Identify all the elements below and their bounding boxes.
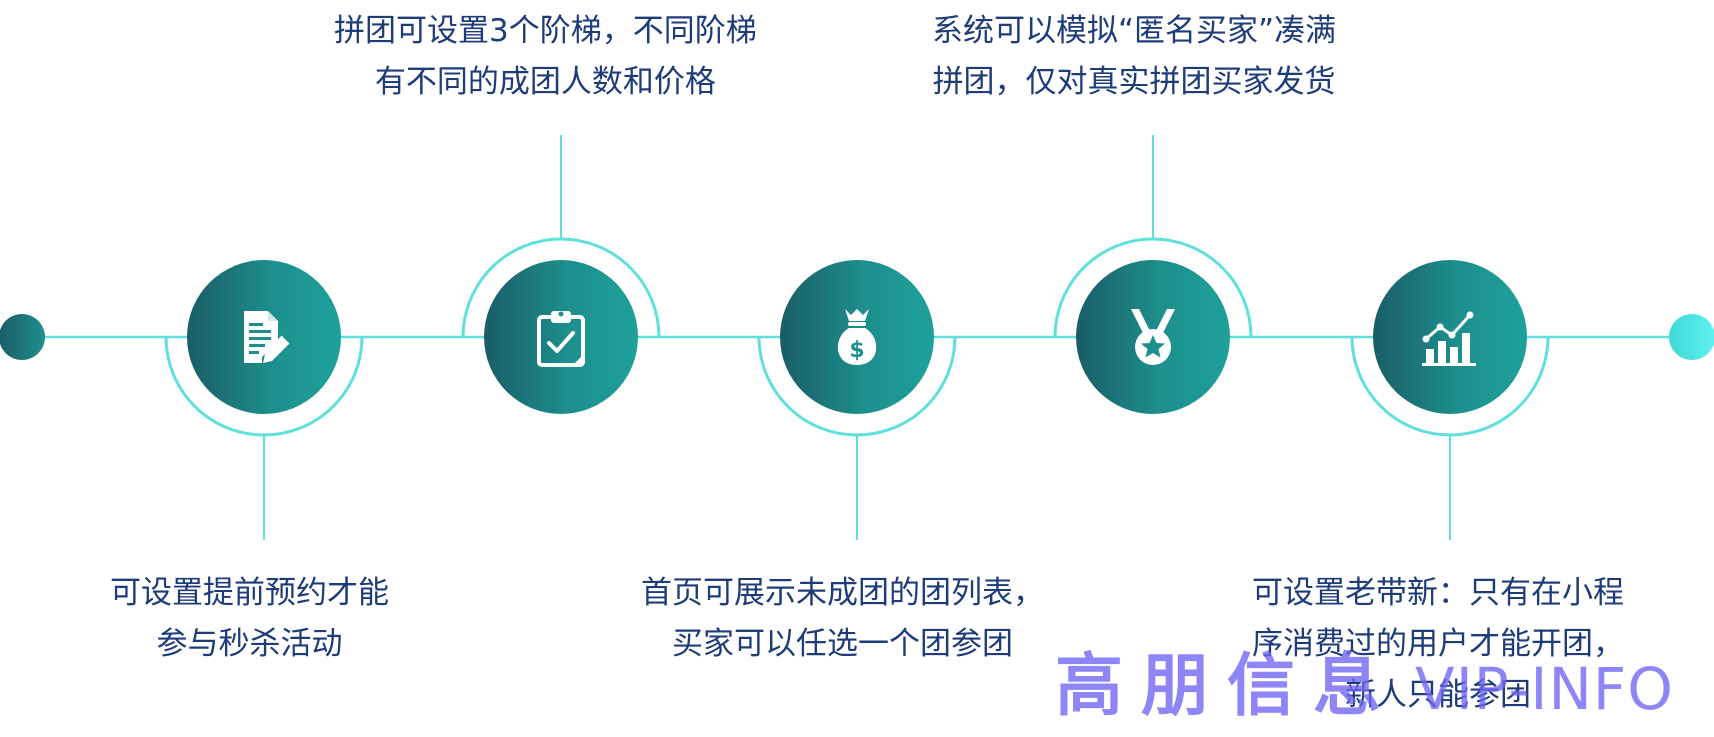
growth-chart-icon [1422, 311, 1476, 366]
svg-text:$: $ [849, 338, 864, 363]
caption-line: 有不同的成团人数和价格 [374, 64, 716, 100]
step-node-2 [484, 260, 638, 414]
caption-line: 可设置提前预约才能 [110, 575, 389, 611]
step-caption-4: 系统可以模拟“匿名买家”凑满 拼团，仅对真实拼团买家发货 [932, 6, 1336, 108]
caption-line: 买家可以任选一个团参团 [672, 626, 1013, 662]
step-caption-1: 可设置提前预约才能 参与秒杀活动 [110, 568, 389, 670]
caption-line: 系统可以模拟“匿名买家”凑满 [932, 13, 1337, 49]
caption-line: 参与秒杀活动 [156, 626, 343, 662]
timeline-end-dot [1669, 314, 1714, 360]
caption-line: 拼团，仅对真实拼团买家发货 [932, 64, 1336, 100]
caption-line: 拼团可设置3个阶梯，不同阶梯 [334, 13, 757, 49]
caption-line: 序消费过的用户才能开团， [1252, 626, 1624, 662]
step-caption-3: 首页可展示未成团的团列表， 买家可以任选一个团参团 [641, 568, 1044, 670]
step-node-1 [187, 260, 341, 414]
step-caption-2: 拼团可设置3个阶梯，不同阶梯 有不同的成团人数和价格 [334, 6, 757, 108]
step-caption-5: 可设置老带新：只有在小程 序消费过的用户才能开团， 新人只能参团 [1252, 568, 1624, 721]
watermark-en: VIP-INFO [1415, 655, 1674, 723]
step-node-3: $ [780, 260, 934, 414]
caption-line: 可设置老带新：只有在小程 [1252, 575, 1624, 611]
watermark-cn: 高朋信息 [1055, 647, 1400, 726]
document-edit-icon [244, 311, 291, 363]
step-node-5 [1373, 260, 1527, 414]
money-bag-icon: $ [837, 309, 877, 365]
medal-icon [1131, 309, 1175, 365]
clipboard-check-icon [537, 311, 585, 367]
caption-line: 首页可展示未成团的团列表， [641, 575, 1044, 611]
timeline-start-dot [0, 314, 45, 360]
step-node-4 [1076, 260, 1230, 414]
caption-line: 新人只能参团 [1345, 677, 1531, 713]
